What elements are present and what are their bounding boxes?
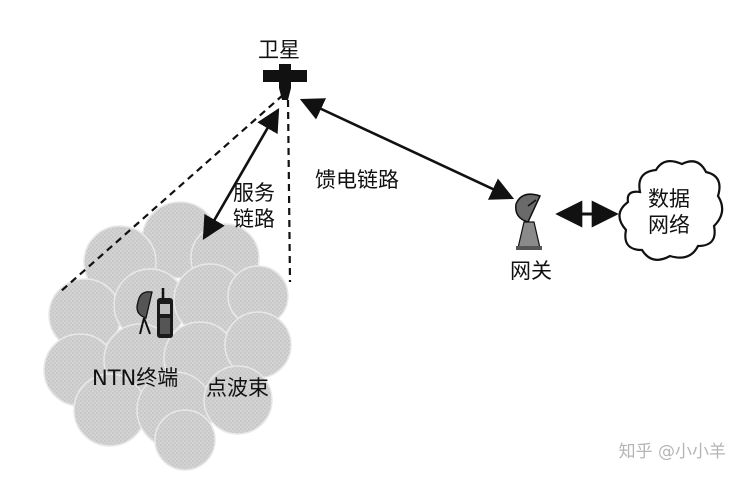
watermark: 知乎 @小小羊 [618, 442, 726, 462]
gateway-dish-icon [515, 193, 542, 250]
spot-beam-label: 点波束 [206, 376, 269, 400]
gateway-label: 网关 [510, 259, 552, 283]
feeder-link-label: 馈电链路 [315, 168, 399, 192]
feeder-link-arrow [299, 98, 515, 200]
beam-edge-right [286, 99, 292, 283]
data-network-label-line2: 网络 [648, 213, 690, 237]
data-network-label-line1: 数据 [648, 187, 690, 211]
data-network-label: 数据 网络 [648, 186, 690, 238]
cloud-icon [618, 159, 724, 261]
dish-antenna-icon [136, 291, 153, 335]
phone-icon [157, 288, 173, 338]
ntn-terminal-label: NTN终端 [92, 366, 179, 390]
satellite-label: 卫星 [258, 38, 300, 62]
service-link-label-line2: 链路 [233, 207, 275, 231]
service-link-label-line1: 服务 [233, 181, 275, 205]
satellite-icon [263, 64, 307, 100]
service-link-arrow [202, 107, 280, 241]
service-link-label: 服务 链路 [233, 180, 275, 232]
